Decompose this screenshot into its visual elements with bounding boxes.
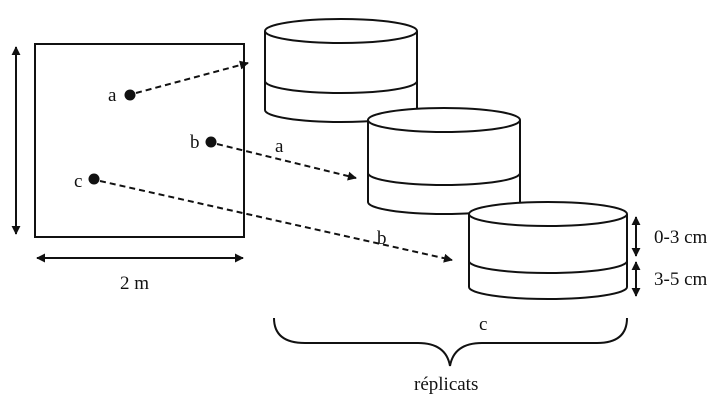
sample-point-label-a: a xyxy=(108,85,117,106)
layer-label-0-3cm: 0-3 cm xyxy=(654,227,708,248)
sample-point-b xyxy=(205,136,217,148)
core-label-c: c xyxy=(479,314,487,335)
arrow-c xyxy=(99,180,453,263)
core-label-a: a xyxy=(275,136,284,157)
sample-point-label-c: c xyxy=(74,171,82,192)
core-b xyxy=(367,107,521,215)
arrow-a xyxy=(135,60,249,94)
replicates-brace xyxy=(273,317,628,367)
core-a xyxy=(264,18,418,123)
dimension-label: 2 m xyxy=(120,273,149,294)
sample-point-c xyxy=(88,173,100,185)
sample-point-a xyxy=(124,89,136,101)
arrow-b xyxy=(216,143,357,181)
layer-label-3-5cm: 3-5 cm xyxy=(654,269,708,290)
core-label-b: b xyxy=(377,228,387,249)
sampling-plot xyxy=(34,43,245,238)
replicates-label: réplicats xyxy=(414,374,478,395)
core-c xyxy=(468,201,628,300)
sample-point-label-b: b xyxy=(190,132,200,153)
